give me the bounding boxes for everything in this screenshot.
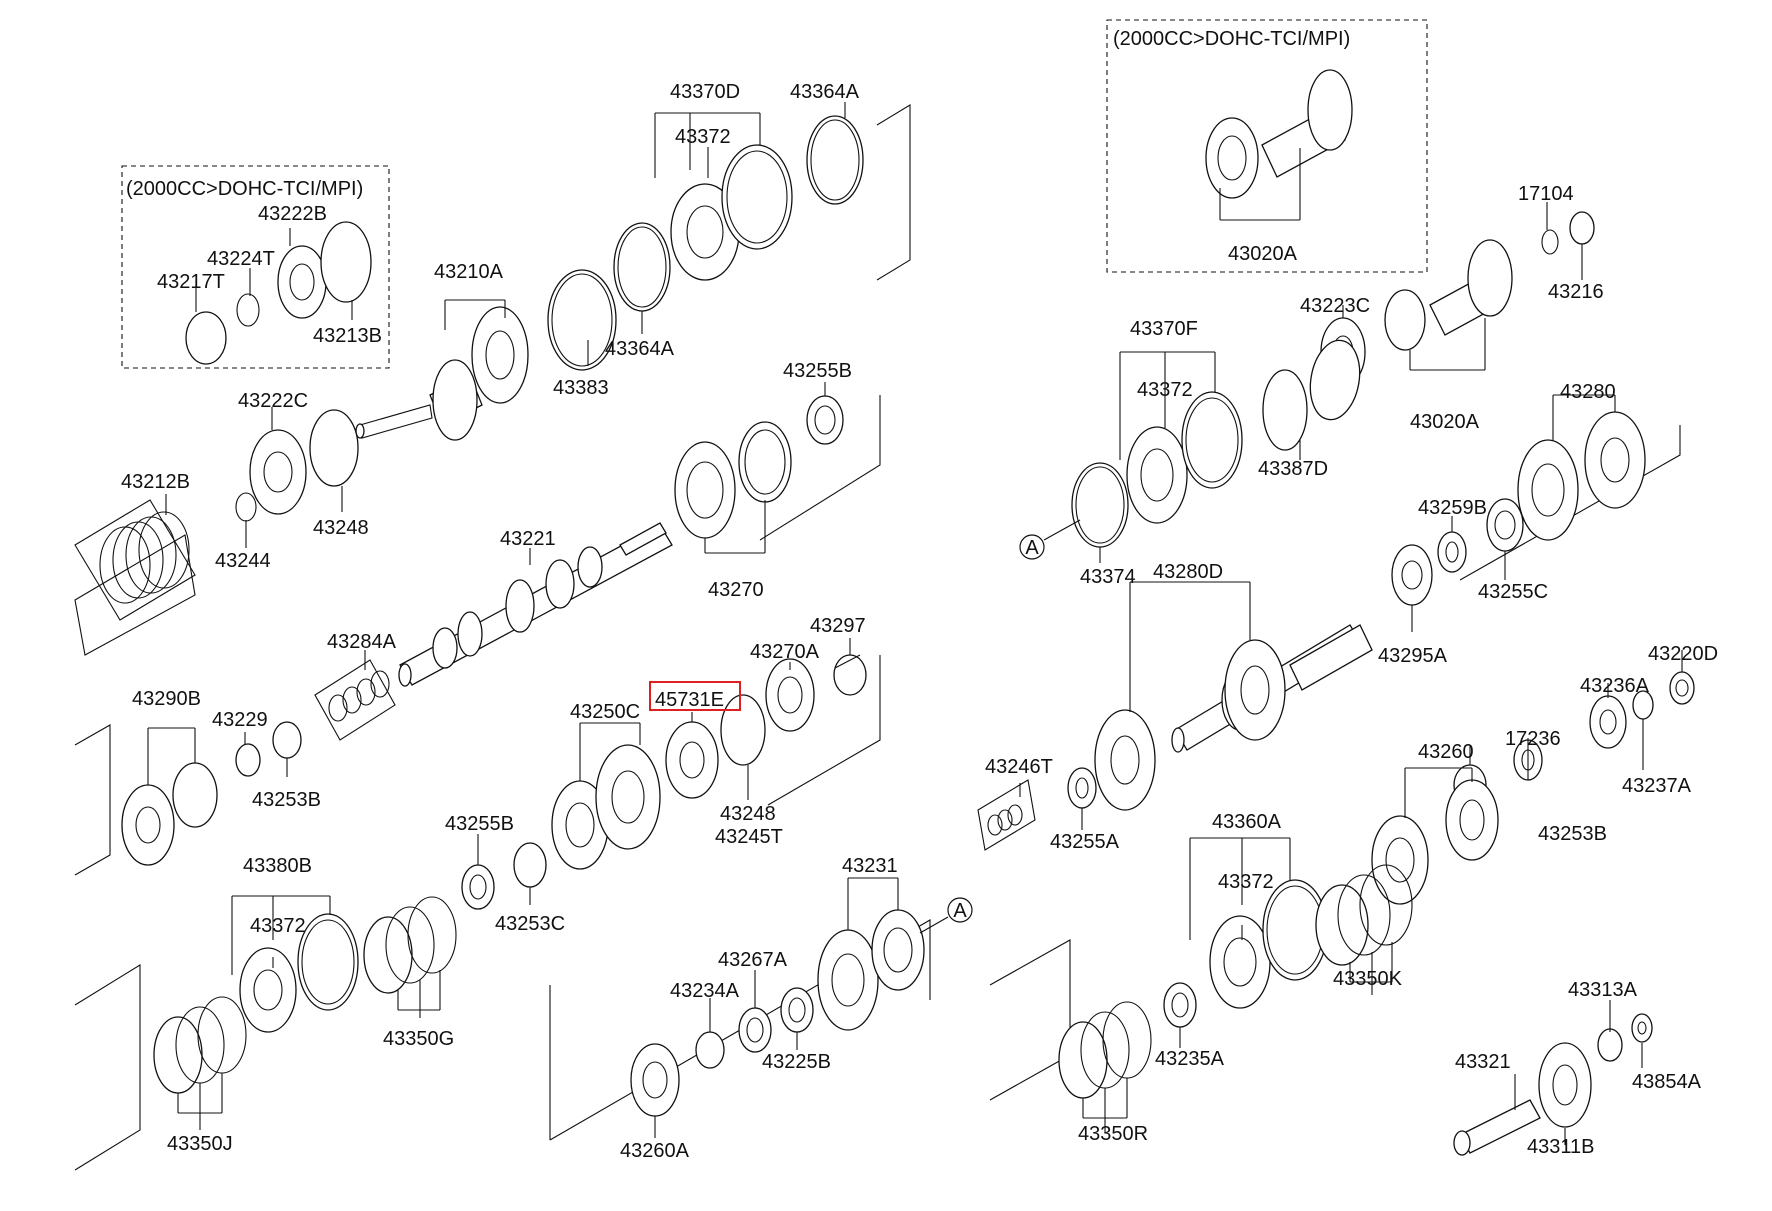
part-label: 43387D [1258,458,1328,480]
leader-lines [147,102,1683,1145]
part-label: 43380B [243,855,312,877]
svg-text:A: A [1025,537,1039,559]
part-label: 43297 [810,615,866,637]
part-label: 43248 [720,803,776,825]
part-label: 43260A [620,1140,690,1162]
part-label: 43350R [1078,1123,1148,1145]
part-label: 43280D [1153,561,1223,583]
part-label: 43260 [1418,741,1474,763]
part-label: 43270A [750,641,820,663]
part-label: 43295A [1378,645,1448,667]
part-label: 43222C [238,390,308,412]
part-label: 43212B [121,471,190,493]
part-label: 17104 [1518,183,1574,205]
part-label: 43383 [553,377,609,399]
part-label: 43253B [1538,823,1607,845]
reference-marker-a-left: A [1019,519,1081,560]
part-label: 43259B [1418,497,1487,519]
part-label: 43234A [670,980,740,1002]
part-label: 43270 [708,579,764,601]
part-label: 43217T [157,271,225,293]
part-label: 43253B [252,789,321,811]
perspective-frames [74,104,1681,1171]
part-label: 43253C [495,913,565,935]
part-label: 43020A [1410,411,1480,433]
part-label: 43372 [1218,871,1274,893]
part-label: 43244 [215,550,271,572]
part-label: 43213B [313,325,382,347]
part-label: 43360A [1212,811,1282,833]
part-label: 43231 [842,855,898,877]
part-label: 43210A [434,261,504,283]
part-label: 43372 [250,915,306,937]
part-label: 43313A [1568,979,1638,1001]
part-label: 43223C [1300,295,1370,317]
part-label: 43854A [1632,1071,1702,1093]
part-label: 43229 [212,709,268,731]
part-label: 43222B [258,203,327,225]
part-label: 43372 [1137,379,1193,401]
part-label: 43255C [1478,581,1548,603]
part-label: 43290B [132,688,201,710]
part-label: 43246T [985,756,1053,778]
part-label: 43370D [670,81,740,103]
part-label: 43280 [1560,381,1616,403]
part-label: 43350K [1333,968,1403,990]
part-label: 17236 [1505,728,1561,750]
part-label: 43237A [1622,775,1692,797]
part-label: 43350J [167,1133,233,1155]
right-upper-group [1071,69,1646,606]
part-label: 43350G [383,1028,454,1050]
part-label: 43221 [500,528,556,550]
part-label: 43364A [790,81,860,103]
part-label: 43235A [1155,1048,1225,1070]
variant-box-left [121,165,390,369]
variant-box-right [1106,19,1428,273]
part-label: 43255B [445,813,514,835]
part-label: 43370F [1130,318,1198,340]
part-label: 43364A [605,338,675,360]
main-shaft-group [398,395,844,687]
part-label: 43245T [715,826,783,848]
highlighted-part-box [649,681,741,711]
part-label: 43224T [207,248,275,270]
part-label: 43255A [1050,831,1120,853]
part-label: 43321 [1455,1051,1511,1073]
right-lower-group [1058,864,1653,1156]
part-label: 43225B [762,1051,831,1073]
reference-marker-a-right: A [919,897,973,934]
part-label: 43267A [718,949,788,971]
part-label: 43255B [783,360,852,382]
variant-note-right: (2000CC>DOHC-TCI/MPI) [1113,28,1350,50]
part-label: 43372 [675,126,731,148]
part-label: 43374 [1080,566,1136,588]
part-label: 43236A [1580,675,1650,697]
part-label: 43216 [1548,281,1604,303]
svg-text:A: A [953,900,967,922]
part-labels: 43370D 43364A 43372 43210A 43383 43364A … [121,81,1718,1162]
counter-shaft-group [977,624,1373,851]
part-label: 43311B [1527,1136,1594,1158]
lower-row-group [153,842,925,1117]
part-label: 43020A [1228,243,1298,265]
input-shaft-group [74,115,864,621]
part-label: 43220D [1648,643,1718,665]
part-label: 43250C [570,701,640,723]
part-label: 43284A [327,631,397,653]
middle-row-group [121,654,867,870]
part-label: 45731E [655,689,724,711]
variant-note-left: (2000CC>DOHC-TCI/MPI) [126,178,363,200]
part-label: 43248 [313,517,369,539]
